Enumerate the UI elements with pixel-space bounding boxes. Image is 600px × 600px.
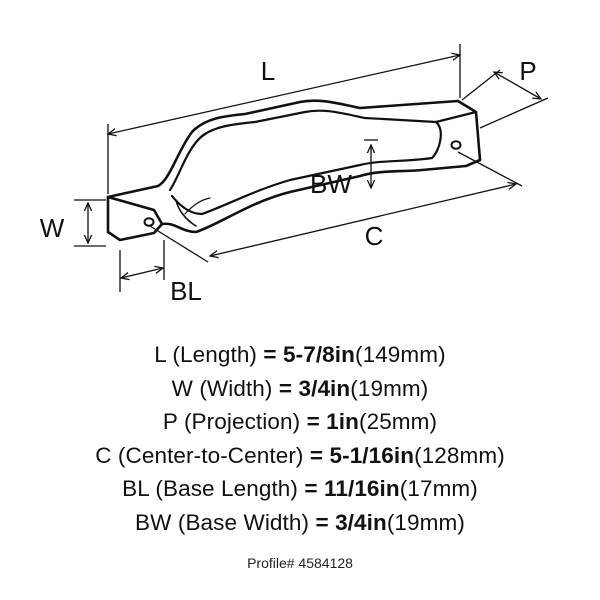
spec-code: W	[171, 375, 193, 401]
spec-name: (Center-to-Center)	[117, 442, 304, 468]
spec-code: P	[162, 409, 178, 434]
spec-row-base-width: BW (Base Width) = 3/4in(19mm)	[0, 506, 600, 540]
spec-row-length: L (Length) = 5-7/8in(149mm)	[0, 338, 600, 372]
label-center-to-center: C	[365, 221, 384, 251]
spec-equals: =	[263, 342, 277, 367]
spec-name: (Base Length)	[155, 476, 299, 501]
label-width: W	[40, 213, 65, 243]
dimension-spec-list: L (Length) = 5-7/8in(149mm) W (Width) = …	[0, 338, 600, 539]
spec-code: L	[154, 342, 167, 367]
spec-code: BL	[122, 476, 150, 501]
spec-metric: (19mm)	[386, 509, 465, 535]
spec-equals: =	[304, 476, 318, 501]
spec-equals: =	[306, 409, 320, 434]
spec-value: 3/4in	[335, 509, 387, 535]
pull-dimension-drawing: L P BW W C BL	[40, 44, 549, 306]
spec-equals: =	[315, 509, 329, 535]
spec-value: 3/4in	[298, 375, 351, 401]
profile-number: Profile# 4584128	[247, 555, 353, 571]
spec-metric: (128mm)	[414, 442, 505, 468]
dimension-lines	[74, 44, 549, 292]
spec-code: C	[95, 442, 112, 468]
center-to-center-dimension-line	[210, 184, 516, 256]
base-length-dimension-line	[121, 268, 163, 278]
spec-name: (Width)	[199, 375, 273, 401]
spec-code: BW	[135, 509, 172, 535]
spec-value: 11/16in	[323, 476, 400, 501]
spec-name: (Length)	[172, 342, 258, 367]
spec-value: 5-1/16in	[329, 442, 415, 468]
spec-row-base-length: BL (Base Length) = 11/16in(17mm)	[0, 472, 600, 506]
spec-metric: (17mm)	[399, 476, 478, 501]
spec-row-width: W (Width) = 3/4in(19mm)	[0, 372, 600, 406]
projection-dimension-line	[494, 72, 541, 99]
label-base-width: BW	[310, 169, 352, 199]
spec-value: 5-7/8in	[283, 342, 355, 367]
label-length: L	[261, 56, 275, 86]
spec-equals: =	[309, 442, 324, 468]
spec-row-projection: P (Projection) = 1in(25mm)	[0, 405, 600, 439]
label-base-length: BL	[170, 276, 202, 306]
spec-metric: (19mm)	[350, 375, 429, 401]
spec-equals: =	[278, 375, 293, 401]
spec-metric: (25mm)	[358, 409, 438, 434]
spec-row-center-to-center: C (Center-to-Center) = 5-1/16in(128mm)	[0, 439, 600, 473]
spec-value: 1in	[326, 409, 359, 434]
length-dimension-line	[108, 55, 460, 134]
spec-metric: (149mm)	[354, 342, 446, 367]
spec-name: (Base Width)	[177, 509, 310, 535]
label-projection: P	[519, 56, 536, 86]
spec-name: (Projection)	[183, 409, 301, 434]
